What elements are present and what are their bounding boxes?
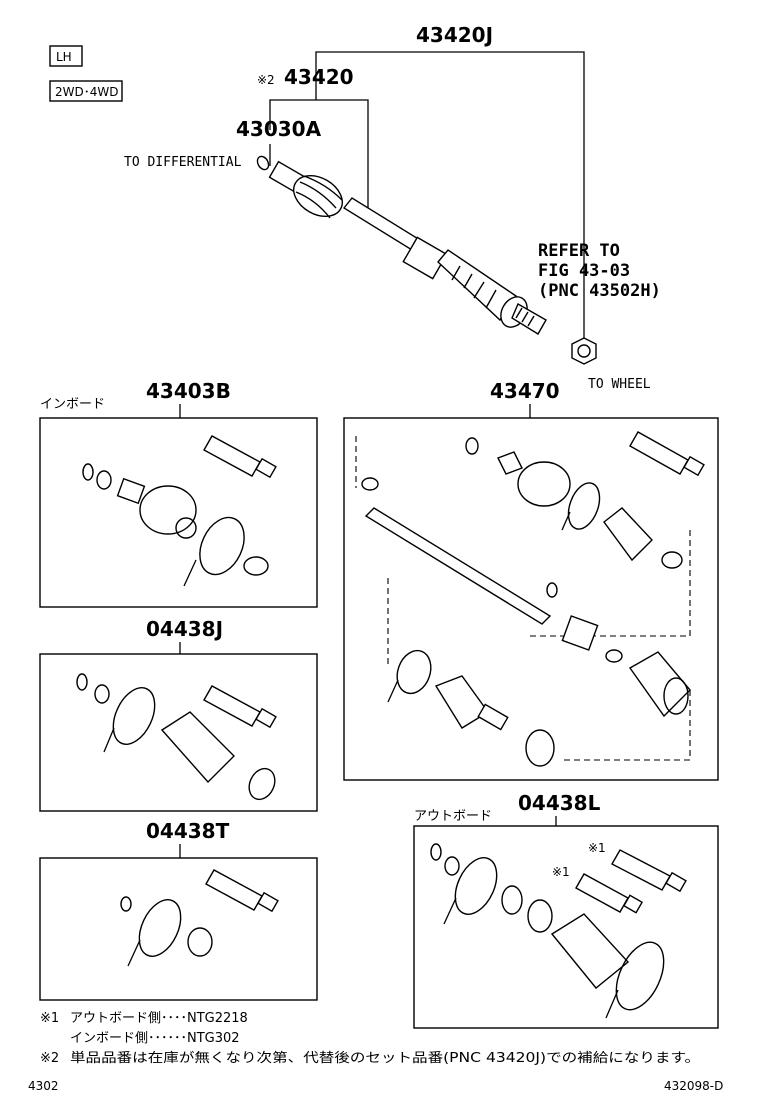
damper-icon: [402, 236, 448, 280]
refer-line-1: REFER TO: [538, 241, 620, 261]
kit-04438J-parts: [76, 673, 277, 801]
kit-04438L-box[interactable]: [413, 825, 719, 1029]
note1-line2: インボード側･･････NTG302: [70, 1031, 240, 1046]
page-code: 4302: [28, 1079, 59, 1093]
pnc-43470[interactable]: 43470: [490, 379, 560, 403]
note2-text: 単品品番は在庫が無くなり次第、代替後のセット品番(PNC 43420J)での補給…: [70, 1050, 700, 1066]
hub-nut-icon: [571, 337, 597, 365]
boot-band-icon: [561, 482, 601, 531]
ring-icon: [444, 856, 460, 876]
boot-icon: [603, 507, 653, 562]
ring-icon: [94, 684, 110, 704]
boot-band-icon-2: [387, 649, 432, 703]
figure-id: 432098-D: [664, 1079, 723, 1093]
ring-icon-2: [501, 885, 523, 915]
outer-joint-icon: [497, 451, 571, 507]
boot-band-icon: [103, 687, 156, 753]
snap-ring-icon: [82, 463, 94, 481]
refer-line-3: (PNC 43502H): [538, 281, 661, 301]
shaft-bar-icon: [342, 197, 422, 251]
outboard-label: アウトボード: [414, 809, 492, 824]
snap-ring-icon: [120, 896, 132, 912]
snap-ring-icon: [465, 437, 479, 455]
kit-43403B-box[interactable]: [39, 417, 318, 608]
pnc-04438T[interactable]: 04438T: [146, 819, 230, 843]
outer-joint-icon: [500, 296, 547, 335]
drive-shaft-assembly: [256, 155, 597, 365]
kit-04438L-parts: [430, 843, 687, 1019]
snap-ring-icon: [256, 155, 270, 171]
small-band-icon: [187, 927, 213, 957]
snap-ring-icon-2: [361, 477, 379, 491]
pnc-04438L[interactable]: 04438L: [518, 791, 601, 815]
kit-43403B-parts: [82, 435, 277, 587]
mark-1b: ※1: [552, 865, 570, 879]
pnc-43030A[interactable]: 43030A: [236, 117, 322, 141]
outer-boot-icon: [437, 249, 517, 322]
to-differential-label: TO DIFFERENTIAL: [124, 155, 242, 170]
shaft-bar-icon: [364, 507, 552, 625]
small-band-icon: [527, 899, 553, 933]
boot-band-icon: [183, 516, 245, 587]
pnc-04438J[interactable]: 04438J: [146, 617, 223, 641]
lh-tag-text: LH: [56, 50, 72, 64]
snap-ring-icon-3: [546, 582, 558, 598]
ring-icon: [96, 470, 112, 490]
kit-04438J-box[interactable]: [39, 653, 318, 812]
dash-guide-4: [560, 690, 691, 761]
large-band-icon: [605, 941, 665, 1019]
inner-joint-icon: [268, 160, 343, 219]
kit-43470-parts: [361, 431, 705, 767]
boot-band-icon: [127, 899, 182, 967]
pnc-43420J[interactable]: 43420J: [416, 23, 493, 47]
note1-line1: アウトボード側････NTG2218: [70, 1011, 248, 1026]
grease-tube-icon: [203, 435, 277, 479]
grease-tube-icon: [611, 849, 687, 893]
refer-line-2: FIG 43-03: [538, 261, 630, 281]
drive-tag-text: 2WD･4WD: [55, 85, 118, 99]
large-band-icon: [525, 729, 555, 767]
kit-04438T-parts: [120, 869, 279, 967]
boot-icon-2: [628, 651, 691, 718]
small-band-icon: [243, 556, 269, 576]
grease-tube-icon-2: [575, 873, 644, 914]
small-band-icon: [248, 767, 276, 801]
drive-tag: 2WD･4WD: [49, 80, 123, 102]
damper-icon: [561, 615, 599, 651]
inboard-label: インボード: [40, 397, 105, 412]
mark-2: ※2: [257, 73, 275, 87]
note2-mark: ※2: [40, 1051, 59, 1066]
pnc-43403B[interactable]: 43403B: [146, 379, 231, 403]
small-band-icon: [661, 551, 683, 569]
joint-icon: [116, 477, 197, 539]
grease-tube-icon: [629, 431, 705, 477]
leader-43420J: [315, 51, 585, 338]
grease-tube-icon: [205, 869, 279, 913]
kit-43470-box[interactable]: [343, 417, 719, 781]
snap-ring-icon: [430, 843, 442, 861]
pnc-43420[interactable]: 43420: [284, 65, 354, 89]
boot-band-icon: [443, 857, 498, 925]
kit-04438T-box[interactable]: [39, 857, 318, 1001]
grease-tube-icon: [203, 685, 277, 729]
boot-icon: [160, 711, 235, 784]
snap-ring-icon: [76, 673, 88, 691]
lh-tag: LH: [49, 45, 83, 67]
leader-43420: [269, 99, 369, 222]
mark-1a: ※1: [588, 841, 606, 855]
boot-icon: [550, 913, 630, 989]
note1-mark: ※1: [40, 1011, 59, 1026]
ring-icon: [605, 649, 623, 663]
inner-boot-icon: [434, 675, 509, 731]
to-wheel-label: TO WHEEL: [588, 377, 651, 392]
